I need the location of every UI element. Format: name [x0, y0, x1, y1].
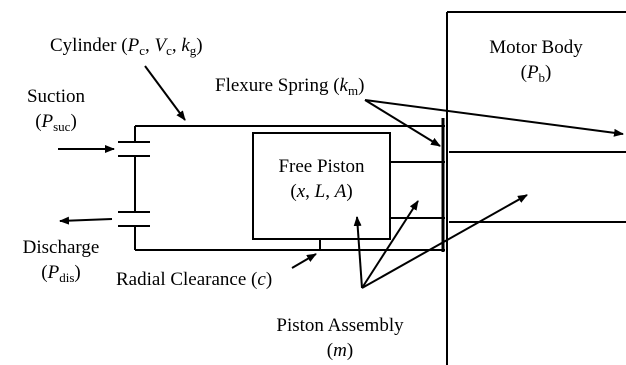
free-piston-body: [252, 132, 391, 240]
cylinder-outline: [134, 125, 445, 251]
assembly-arrow-3: [361, 194, 528, 289]
flexure-spring-label: Flexure Spring (km): [215, 75, 365, 98]
discharge-valve: [118, 211, 150, 227]
radial-clearance-label: Radial Clearance (c): [116, 269, 273, 290]
flexure-arrow-2: [364, 99, 624, 137]
suction-valve: [118, 141, 150, 157]
annotation-arrows: [58, 65, 624, 289]
piston-rod: [390, 161, 445, 219]
motor-body-frame: [446, 11, 626, 365]
flexure-arrow-1: [364, 99, 441, 147]
assembly-arrow-2: [361, 200, 419, 289]
suction-label: Suction (Psuc): [26, 86, 86, 134]
radial-clearance-arrow: [291, 253, 317, 269]
piston-assembly-label: Piston Assembly (m): [276, 315, 404, 361]
motor-body-label: Motor Body (Pb): [489, 37, 583, 85]
discharge-arrow: [59, 216, 113, 225]
free-piston-label: Free Piston (x, L, A): [278, 156, 365, 202]
motor-shaft-lines: [449, 151, 626, 223]
cylinder-label: Cylinder (Pc, Vc, kg): [50, 35, 203, 58]
assembly-arrow-1: [353, 216, 363, 289]
cylinder-arrow: [144, 65, 186, 121]
discharge-label: Discharge (Pdis): [22, 237, 100, 285]
